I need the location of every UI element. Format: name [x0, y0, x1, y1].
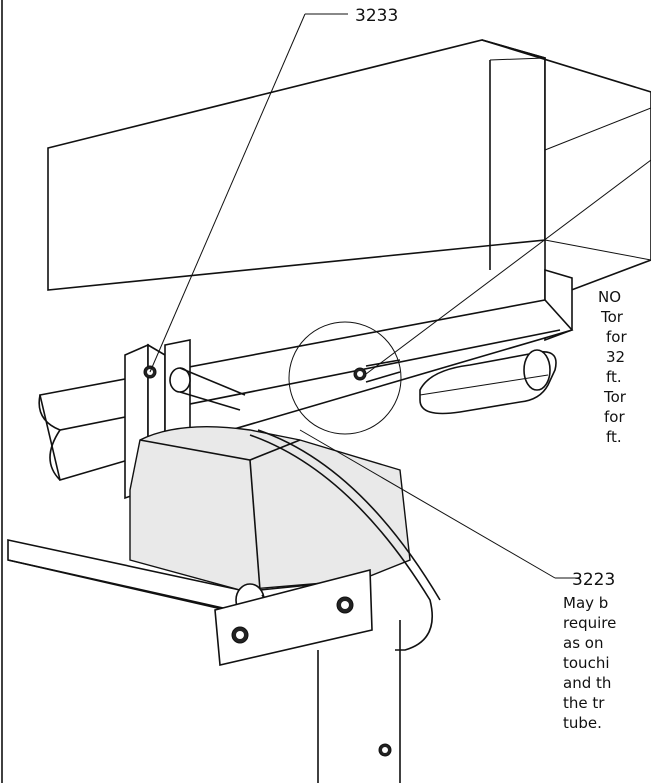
- note-line-7: for: [604, 408, 625, 426]
- bottom-note-line-4: touchi: [563, 654, 610, 672]
- bottom-note-line-3: as on: [563, 634, 603, 652]
- note-line-6: Tor: [603, 388, 627, 406]
- bottom-note-line-5: and th: [563, 674, 611, 692]
- note-line-2: Tor: [600, 308, 624, 326]
- note-line-4: 32: [606, 348, 625, 366]
- note-line-1: NO: [598, 288, 621, 306]
- callout-3223: 3223: [572, 570, 615, 590]
- note-line-5: ft.: [606, 368, 622, 386]
- bottom-note-line-6: the tr: [563, 694, 605, 712]
- note-block: NO Tor for 32 ft. Tor for ft.: [598, 288, 627, 446]
- leader-lines: [149, 13, 651, 579]
- bottom-note-block: May b require as on touchi and th the tr…: [563, 594, 616, 732]
- note-line-3: for: [606, 328, 627, 346]
- bottom-note-line-2: require: [563, 614, 616, 632]
- note-line-8: ft.: [606, 428, 622, 446]
- bottom-note-line-1: May b: [563, 594, 608, 612]
- vertical-post: [317, 620, 401, 783]
- bottom-note-line-7: tube.: [563, 714, 602, 732]
- pin: [169, 367, 246, 411]
- mounting-plate: [214, 568, 373, 666]
- detail-bolt: [288, 321, 402, 435]
- u-bolt: [249, 429, 441, 651]
- clamp-housing: [129, 425, 411, 591]
- rectangular-duct: [47, 39, 651, 342]
- callout-3233: 3233: [355, 6, 398, 26]
